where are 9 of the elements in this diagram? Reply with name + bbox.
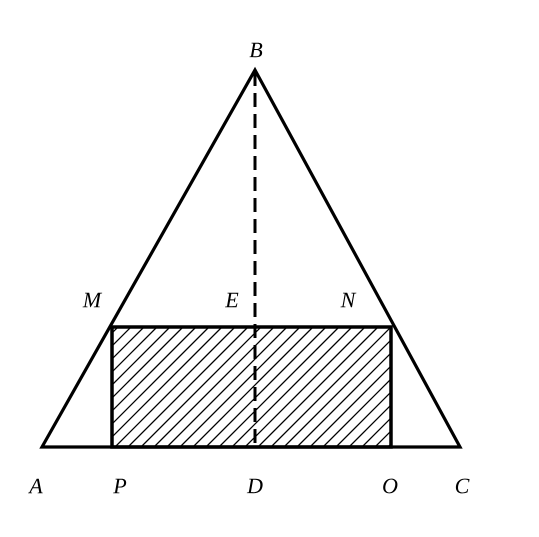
point-label: D xyxy=(246,478,263,494)
point-label: A xyxy=(28,478,43,494)
point-label: M xyxy=(82,292,102,308)
point-label: E xyxy=(225,292,238,308)
point-label: B xyxy=(249,42,262,58)
point-label: N xyxy=(340,292,356,308)
point-label: C xyxy=(456,478,470,494)
point-label: O xyxy=(383,478,398,494)
point-label: P xyxy=(113,478,126,494)
